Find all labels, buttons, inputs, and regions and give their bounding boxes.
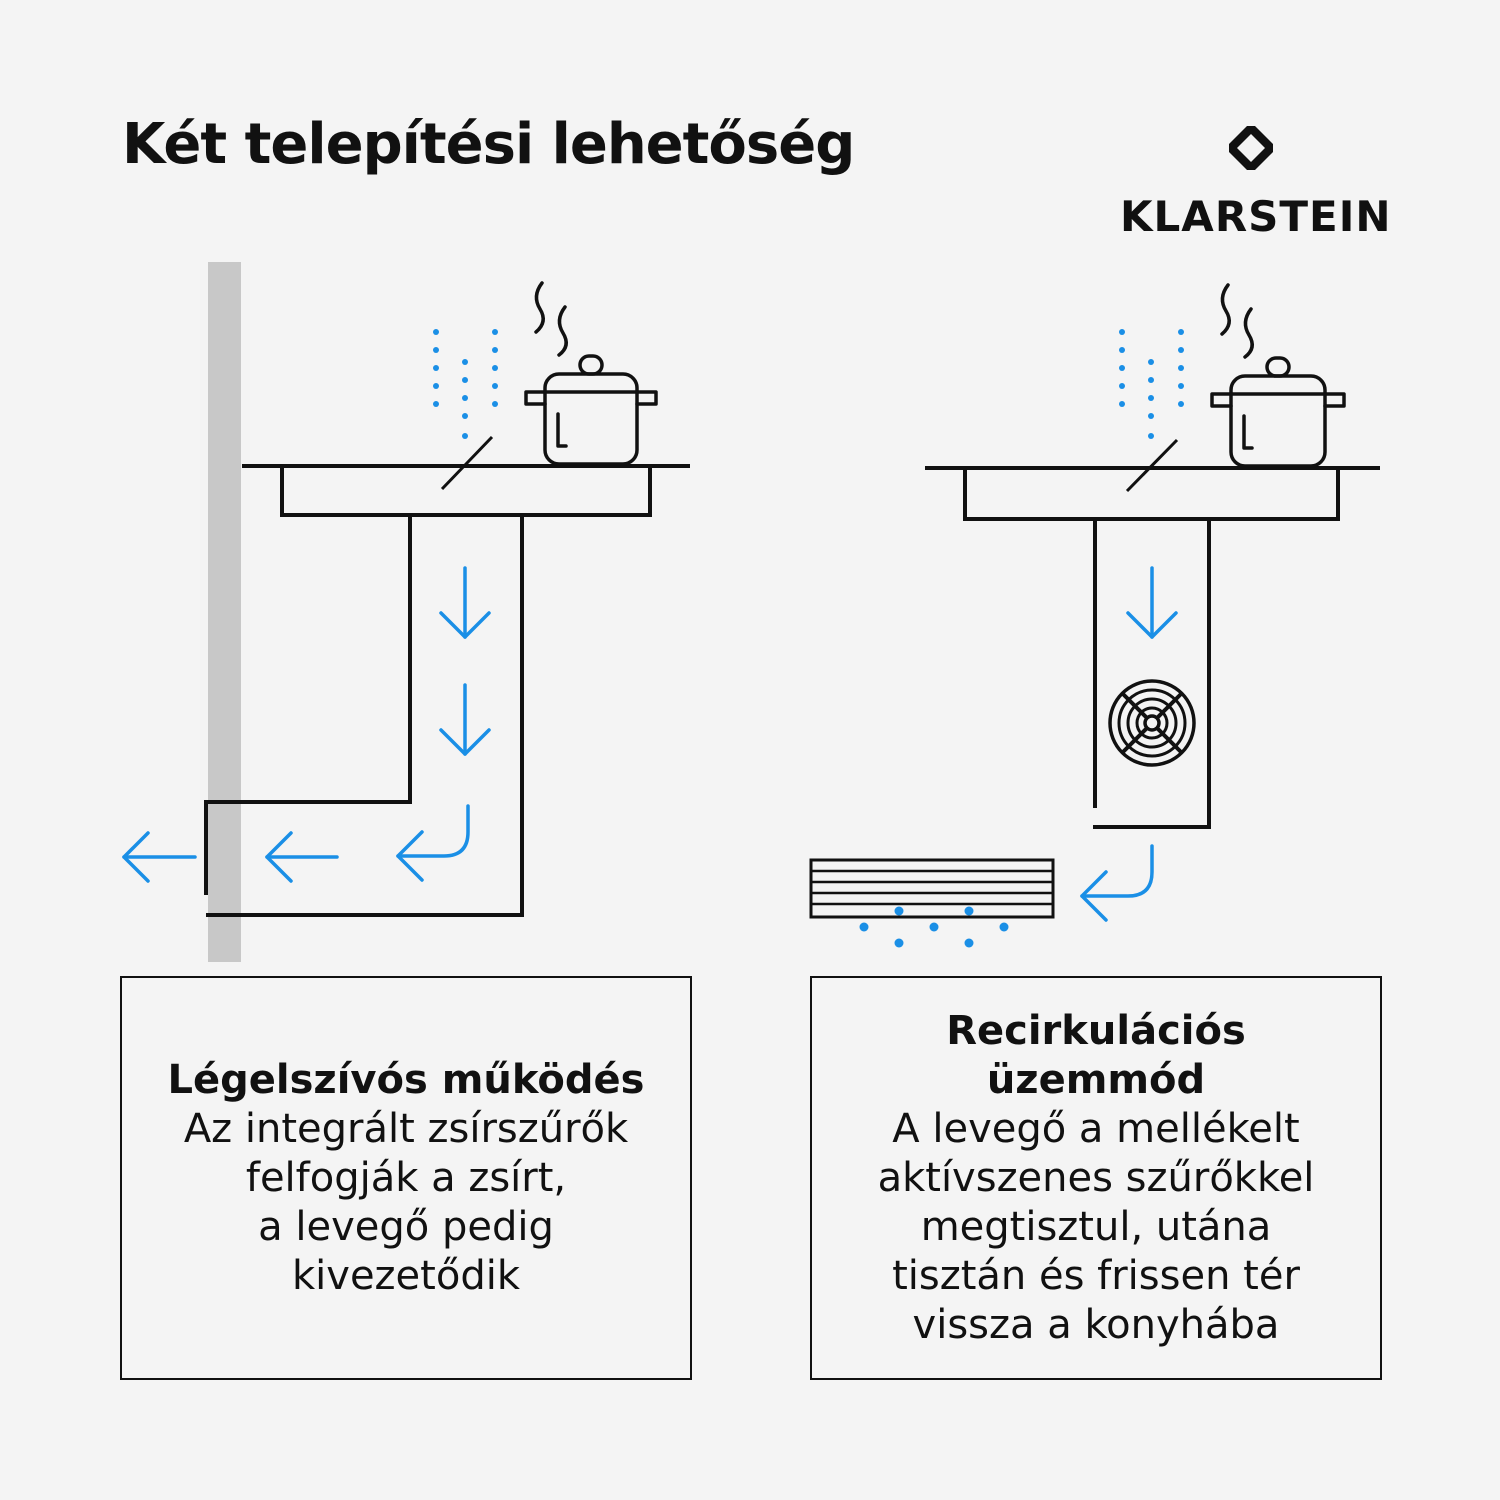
fan-icon (1108, 679, 1196, 767)
recirculation-text-line: tisztán és frissen tér (892, 1252, 1300, 1299)
clean-air-dots (859, 906, 1009, 948)
recirculation-diagram (809, 283, 1380, 948)
arrow-down-icon (439, 683, 491, 756)
klarstein-logo-icon (1221, 118, 1281, 178)
arrow-curve-left-icon (396, 804, 470, 882)
brand-logo: KLARSTEIN (1120, 118, 1392, 248)
page-title: Két telepítési lehetőség (122, 112, 855, 177)
recirculation-text-line: vissza a konyhába (912, 1301, 1280, 1348)
steam-dots (433, 329, 498, 439)
extraction-text-line: Az integrált zsírszűrők (183, 1105, 629, 1152)
filter-slash (1125, 438, 1179, 493)
pot-icon (1210, 283, 1346, 468)
recirculation-heading: üzemmód (986, 1056, 1206, 1103)
installation-diagram (122, 262, 1380, 962)
wall (208, 262, 241, 962)
extraction-diagram (122, 262, 690, 962)
carbon-filter-icon (809, 858, 1055, 919)
recirculation-text-line: megtisztul, utána (920, 1203, 1272, 1250)
recirculation-heading: Recirkulációs (946, 1007, 1246, 1054)
filter-slash (440, 435, 494, 491)
recirculation-ducting (925, 466, 1380, 829)
recirculation-info-card: Recirkulációs üzemmód A levegő a melléke… (810, 976, 1382, 1380)
recirculation-text-line: A levegő a mellékelt (892, 1105, 1300, 1152)
extraction-text-line: kivezetődik (292, 1252, 520, 1299)
arrow-curve-left-icon (1080, 844, 1154, 922)
arrow-down-icon (1126, 566, 1178, 639)
extraction-heading: Légelszívós működés (167, 1056, 645, 1103)
airflow-arrows (122, 566, 491, 883)
extraction-text-line: a levegő pedig (258, 1203, 554, 1250)
arrow-left-icon (122, 831, 197, 883)
arrow-down-icon (439, 566, 491, 639)
arrow-left-icon (265, 831, 339, 883)
extraction-info-card: Légelszívós működés Az integrált zsírszű… (120, 976, 692, 1380)
extraction-text-line: felfogják a zsírt, (245, 1154, 567, 1201)
pot-icon (524, 281, 658, 466)
brand-name: KLARSTEIN (1120, 192, 1392, 241)
recirculation-text-line: aktívszenes szűrőkkel (877, 1154, 1315, 1201)
steam-dots (1119, 329, 1184, 439)
